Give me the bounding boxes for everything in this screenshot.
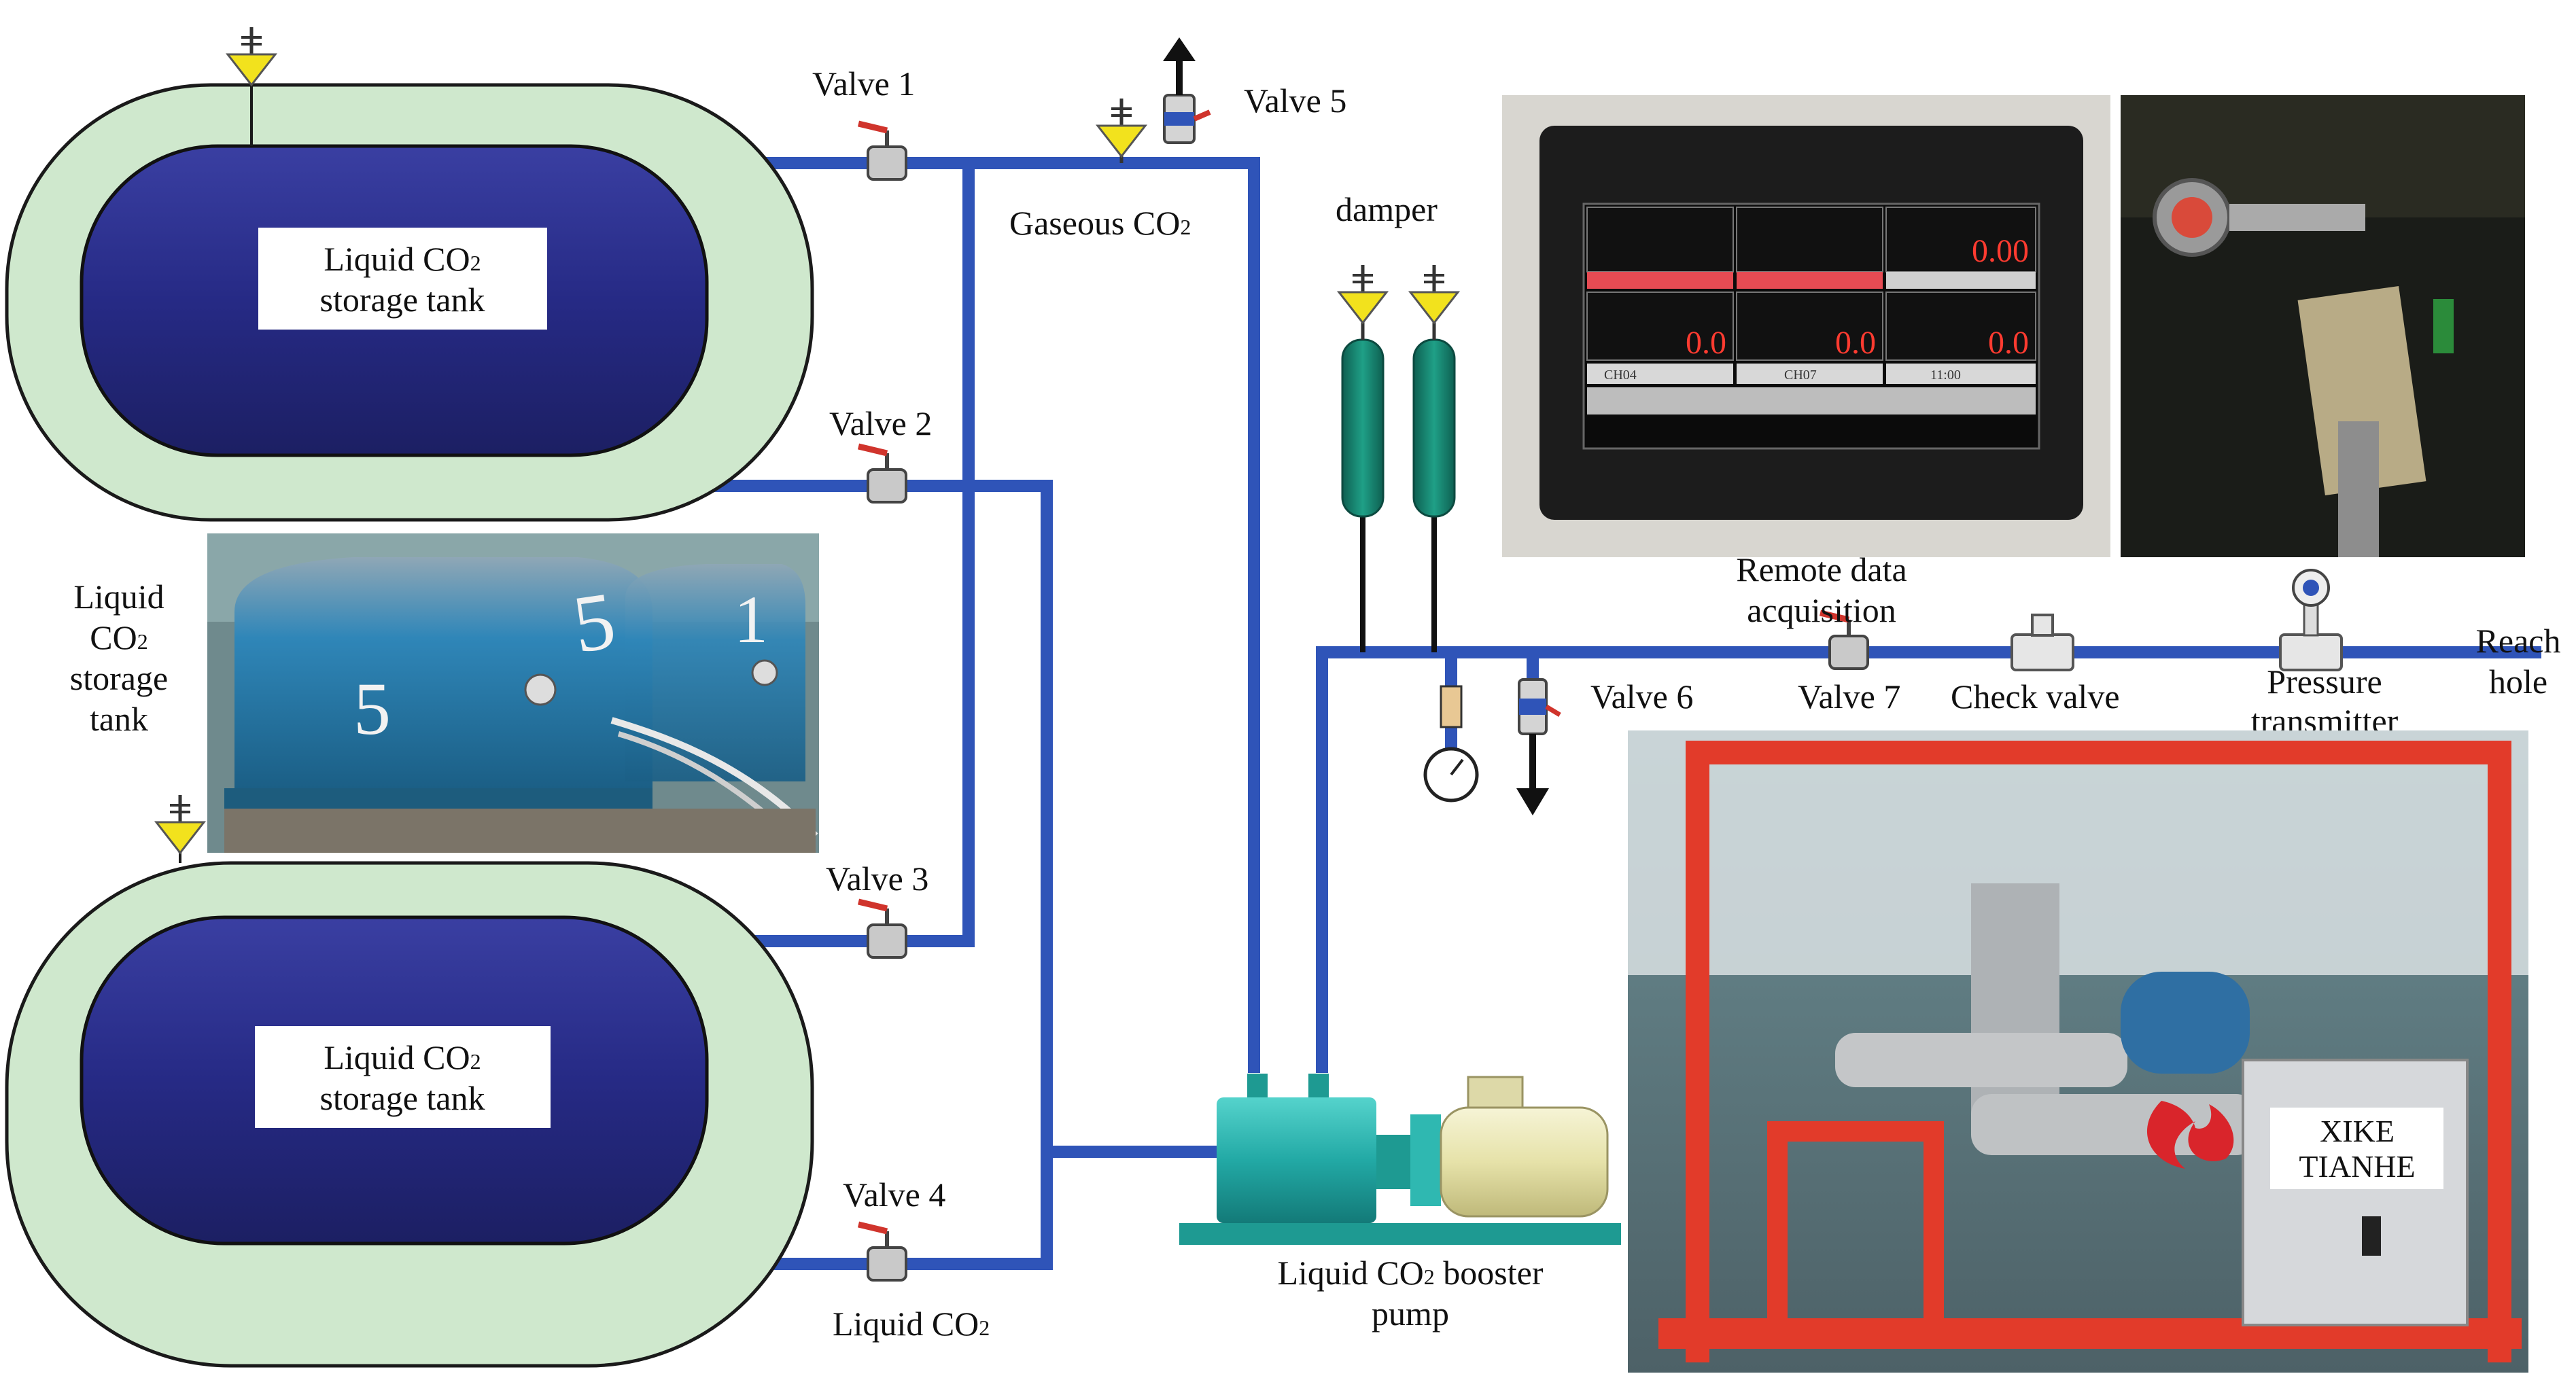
- photo-sensor: [2121, 95, 2525, 557]
- damper-2: [1408, 265, 1461, 652]
- valve-7-icon: [1819, 610, 1869, 670]
- valve-1-label: Valve 1: [812, 65, 915, 103]
- tank-bottom-label-line1: Liquid CO: [324, 1038, 470, 1076]
- side-label-line2: CO: [90, 618, 137, 656]
- valve-4-icon: [857, 1221, 907, 1282]
- check-valve-label: Check valve: [1951, 677, 2120, 716]
- relief-valve-icon: [1336, 265, 1389, 340]
- damper-1: [1336, 265, 1389, 652]
- svg-text:1: 1: [734, 582, 768, 657]
- booster-pump-label-sub: 2: [1424, 1265, 1435, 1289]
- tank-bottom-label-line2: storage tank: [320, 1079, 485, 1117]
- relief-valve-icon: [1095, 99, 1148, 163]
- photo-pump-skid: XIKE TIANHE: [1628, 730, 2528, 1373]
- reach-hole-label-line1: Reach: [2476, 622, 2561, 660]
- pressure-transmitter-icon: [2279, 569, 2343, 671]
- tank-top-label-line1: Liquid CO: [324, 240, 470, 278]
- svg-text:Liquid CO2: Liquid CO2: [833, 1305, 990, 1343]
- photo-data-acquisition-screen: 0.00 0.0 0.0 0.0 CH04 CH07 11:00: [1502, 95, 2110, 557]
- relief-valve-icon: [225, 27, 278, 87]
- valve-6-label: Valve 6: [1590, 677, 1693, 716]
- readout-1: 0.00: [1972, 233, 2029, 269]
- valve-6-icon: [1516, 678, 1561, 815]
- valve-2-icon: [857, 443, 907, 504]
- brand-label-line2: TIANHE: [2299, 1149, 2415, 1184]
- valve-3-label: Valve 3: [826, 860, 928, 898]
- storage-tank-bottom: Liquid CO2 storage tank: [5, 805, 814, 1368]
- readout-4: 0.0: [1988, 325, 2029, 361]
- photo-storage-tanks: 5 5 1: [207, 533, 819, 853]
- tank-bottom-label-sub: 2: [470, 1049, 481, 1074]
- svg-text:Liquid CO2 booster: Liquid CO2 booster: [1278, 1254, 1544, 1292]
- booster-pump-label-line1: Liquid CO: [1278, 1254, 1424, 1292]
- damper-label: damper: [1336, 190, 1438, 228]
- screen-label-3: 11:00: [1930, 368, 1961, 383]
- gaseous-co2-sub: 2: [1180, 215, 1191, 239]
- tank-top-label-line2: storage tank: [320, 281, 485, 319]
- svg-text:Liquid CO2: Liquid CO2: [324, 1038, 481, 1076]
- valve-5-label: Valve 5: [1244, 82, 1346, 120]
- remote-data-label-line2: acquisition: [1747, 591, 1896, 629]
- remote-data-label-line1: Remote data: [1736, 550, 1907, 588]
- pipe-discharge: [1316, 646, 2541, 1073]
- valve-5-icon: [1163, 37, 1211, 144]
- svg-text:CO2: CO2: [90, 618, 147, 656]
- tank-top-label-sub: 2: [470, 251, 481, 275]
- reach-hole-label-line2: hole: [2489, 663, 2547, 701]
- svg-text:Liquid CO2: Liquid CO2: [324, 240, 481, 278]
- pressure-transmitter-label-line1: Pressure: [2267, 663, 2382, 701]
- liquid-co2-label: Liquid CO: [833, 1305, 979, 1343]
- screen-label-1: CH04: [1604, 368, 1637, 383]
- check-valve-icon: [2011, 614, 2074, 671]
- valve-1-icon: [857, 120, 907, 181]
- booster-pump-label-rest: booster: [1435, 1254, 1544, 1292]
- pressure-gauge-icon: [1423, 685, 1479, 802]
- readout-2: 0.0: [1686, 325, 1726, 361]
- booster-pump-label-line2: pump: [1372, 1294, 1449, 1333]
- relief-valve-icon: [154, 795, 207, 855]
- liquid-co2-sub: 2: [979, 1316, 990, 1340]
- readout-3: 0.0: [1835, 325, 1876, 361]
- valve-2-label: Valve 2: [829, 404, 932, 442]
- side-label-line1: Liquid: [73, 578, 164, 616]
- gaseous-co2-label: Gaseous CO: [1009, 204, 1180, 242]
- svg-text:Gaseous CO2: Gaseous CO2: [1009, 204, 1191, 242]
- screen-label-2: CH07: [1784, 368, 1817, 383]
- valve-3-icon: [857, 898, 907, 959]
- brand-label-line1: XIKE: [2320, 1114, 2395, 1148]
- side-label-sub: 2: [137, 629, 148, 654]
- valve-4-label: Valve 4: [843, 1176, 945, 1214]
- relief-valve-icon: [1408, 265, 1461, 340]
- booster-pump: [1179, 1074, 1621, 1245]
- storage-tank-top: Liquid CO2 storage tank: [5, 83, 814, 522]
- valve-7-label: Valve 7: [1798, 677, 1900, 716]
- side-label-line3: storage: [70, 659, 168, 697]
- side-label-line4: tank: [90, 700, 148, 738]
- svg-text:5: 5: [353, 667, 391, 750]
